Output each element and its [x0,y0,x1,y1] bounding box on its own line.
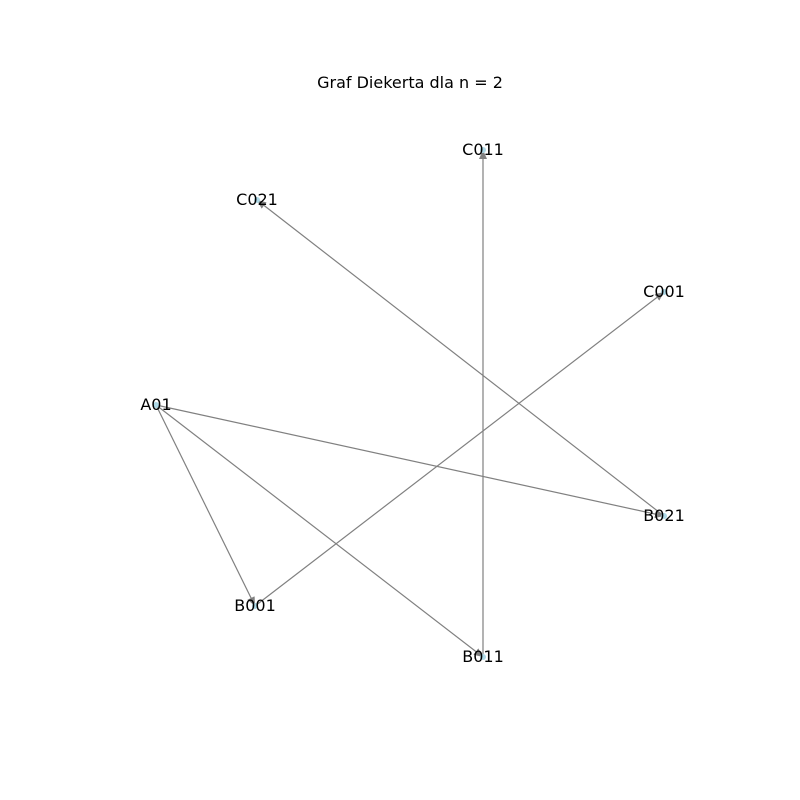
node-c021: C021 [236,190,278,209]
node-marker [254,197,260,203]
node-label: A01 [140,395,171,414]
node-b021: B021 [643,506,685,525]
node-c001: C001 [643,282,685,301]
node-b001: B001 [234,596,276,615]
node-b011: B011 [462,647,504,666]
edge-b001-c001 [254,291,665,607]
node-a01: A01 [140,395,171,414]
node-label: C021 [236,190,278,209]
edge-b021-c021 [256,199,665,517]
node-label: C011 [462,140,504,159]
edge-a01-b001 [155,404,256,607]
edge-a01-b011 [155,404,484,658]
node-label: B001 [234,596,276,615]
diagram-title: Graf Diekerta dla n = 2 [317,73,503,92]
edge-a01-b021 [155,404,665,518]
node-label: B011 [462,647,504,666]
node-label: C001 [643,282,685,301]
node-c011: C011 [462,140,504,159]
node-marker [480,654,486,660]
node-marker [661,289,667,295]
edges-layer [155,150,665,658]
node-marker [661,513,667,519]
node-label: B021 [643,506,685,525]
node-marker [153,402,159,408]
node-marker [480,147,486,153]
node-marker [252,603,258,609]
